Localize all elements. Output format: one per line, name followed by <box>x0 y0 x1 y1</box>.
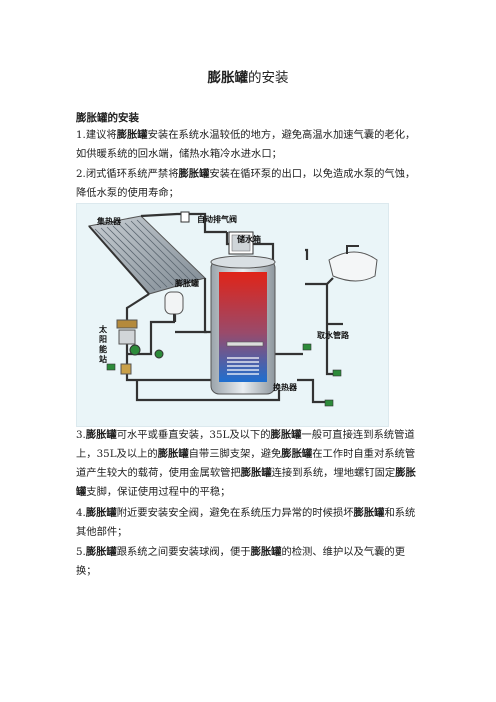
p5-keyword-1: 膨胀罐 <box>85 546 117 558</box>
p3-text-f: 支脚，保证使用过程中的平稳； <box>86 486 231 498</box>
paragraph-1: 1.建议将膨胀罐安装在系统水温较低的地方，避免高温水加速气囊的老化，如供暖系统的… <box>76 126 422 164</box>
p1-text-b: 安装在系统水温较低的地方，避免高温水加速气囊的老化，如供暖系统的回水端，储热水箱… <box>76 129 416 160</box>
p3-keyword-2: 膨胀罐 <box>270 429 302 441</box>
p3-text-d: 在工作时自重对系统管道产生较大的载荷，使用金属软管把 <box>76 448 416 479</box>
solar-collector <box>88 215 206 295</box>
title-rest: 的安装 <box>248 70 289 86</box>
label-tank: 储水箱 <box>236 234 261 244</box>
label-expansion-tank: 膨胀罐 <box>174 278 199 288</box>
p3-text-b: 一般可直接连到系统管道上，35L及以上的 <box>76 429 415 460</box>
p1-text-a: 1.建议将 <box>76 129 117 141</box>
p4-text-a: 4. <box>76 507 86 519</box>
label-collector: 集热器 <box>96 216 122 226</box>
p3-keyword-1: 膨胀罐 <box>85 429 117 441</box>
p4-text-b: 附近要安装安全阀，避免在系统压力异常的时候损坏 <box>116 507 354 519</box>
paragraph-5: 5.膨胀罐跟系统之间要安装球阀，便于膨胀罐的检测、维护以及气囊的更换； <box>76 543 422 581</box>
solar-station <box>116 319 164 375</box>
system-diagram-svg: 集热器 自动排气阀 储水箱 膨胀罐 取水管路 换热器 太阳能站 <box>88 211 378 407</box>
p3-text-e: 连接到系统，埋地螺钉固定 <box>271 467 396 479</box>
label-air-valve: 自动排气阀 <box>197 214 237 224</box>
p5-text-b: 跟系统之间要安装球阀，便于 <box>116 546 251 558</box>
pipe-valves <box>106 343 342 407</box>
p4-text-c: 和系统其他部件； <box>76 507 416 538</box>
p5-text-c: 的检测、维护以及气囊的更换； <box>76 546 406 577</box>
p3-number: 3. <box>76 429 86 441</box>
p2-text-a: 2.闭式循环系统严禁将 <box>76 168 179 180</box>
label-outlet-pipe: 取水管路 <box>317 330 350 340</box>
p3-keyword-6: 膨胀罐 <box>76 467 416 498</box>
paragraph-3: 3.膨胀罐可水平或垂直安装，35L及以下的膨胀罐一般可直接连到系统管道上，35L… <box>76 426 422 502</box>
p3-keyword-4: 膨胀罐 <box>281 448 313 460</box>
expansion-tank <box>164 291 184 322</box>
paragraph-2: 2.闭式循环系统严禁将膨胀罐安装在循环泵的出口，以免造成水泵的气蚀，降低水泵的使… <box>76 165 422 203</box>
paragraph-4: 4.膨胀罐附近要安装安全阀，避免在系统压力异常的时候损坏膨胀罐和系统其他部件； <box>76 504 422 542</box>
p1-keyword: 膨胀罐 <box>116 129 148 141</box>
label-station-char: 能 <box>99 344 107 354</box>
p3-keyword-3: 膨胀罐 <box>157 448 189 460</box>
label-station-char: 阳 <box>99 335 107 344</box>
air-valve-unit <box>180 211 254 255</box>
p4-keyword-2: 膨胀罐 <box>353 507 385 519</box>
p3-text-a: 可水平或垂直安装，35L及以下的 <box>116 429 271 441</box>
p2-keyword: 膨胀罐 <box>178 168 210 180</box>
p2-text-b: 安装在循环泵的出口，以免造成水泵的气蚀，降低水泵的使用寿命； <box>76 168 416 199</box>
p4-keyword-1: 膨胀罐 <box>85 507 117 519</box>
label-station-char: 站 <box>99 354 107 364</box>
p5-text-a: 5. <box>76 546 86 558</box>
p5-keyword-2: 膨胀罐 <box>250 546 282 558</box>
page-title: 膨胀罐的安装 <box>0 66 496 86</box>
label-station: 太阳能站 <box>98 324 108 364</box>
label-exchanger: 换热器 <box>273 382 298 392</box>
sink <box>328 245 378 282</box>
storage-tank <box>210 255 276 395</box>
p3-text-c: 自带三脚支架，避免 <box>188 448 282 460</box>
label-station-char: 太 <box>98 324 108 334</box>
system-diagram: 集热器 自动排气阀 储水箱 膨胀罐 取水管路 换热器 太阳能站 <box>76 203 389 427</box>
p3-keyword-5: 膨胀罐 <box>240 467 272 479</box>
title-keyword: 膨胀罐 <box>207 70 249 86</box>
section-heading: 膨胀罐的安装 <box>76 112 139 124</box>
